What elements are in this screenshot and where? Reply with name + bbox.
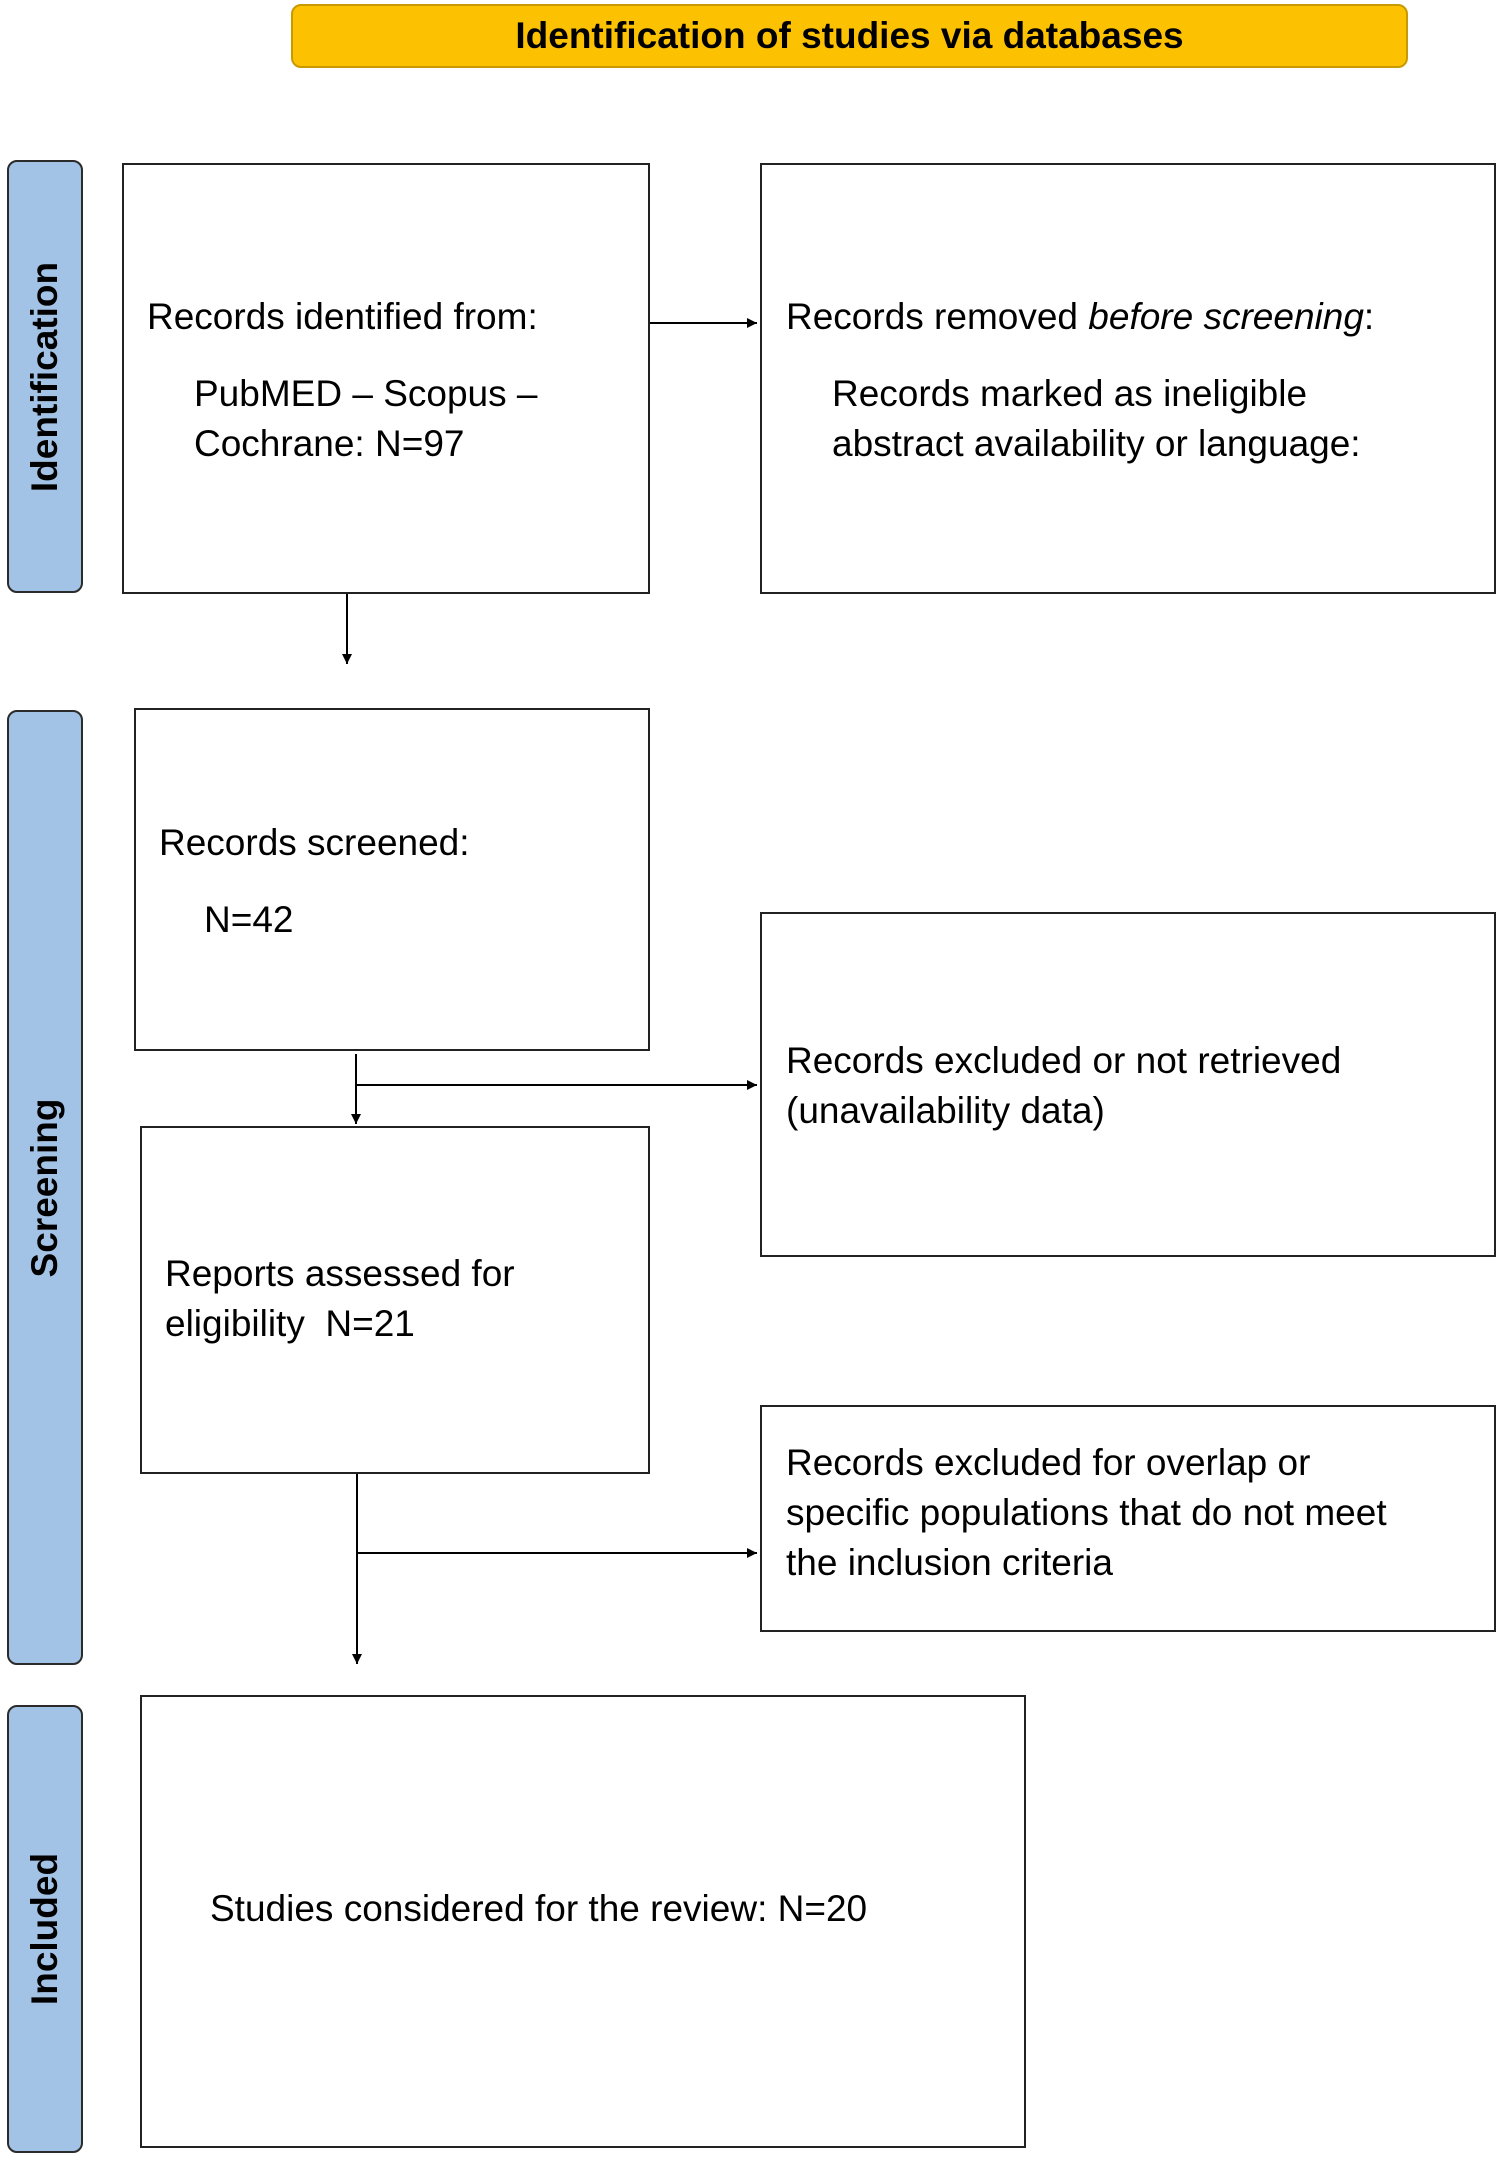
stage-included: Included	[7, 1705, 83, 2153]
excluded-overlap-line-3: the inclusion criteria	[786, 1542, 1113, 1583]
box-studies-included: Studies considered for the review: N=20	[140, 1695, 1026, 2148]
included-label: Studies considered for the review: N=20	[210, 1888, 868, 1929]
box-records-removed: Records removed before screening: Record…	[760, 163, 1496, 594]
excluded-overlap-line-1: Records excluded for overlap or	[786, 1442, 1311, 1483]
stage-identification: Identification	[7, 160, 83, 593]
removed-line-2: abstract availability or language:	[832, 423, 1361, 464]
removed-line-1: Records marked as ineligible	[832, 373, 1308, 414]
box-records-identified: Records identified from: PubMED – Scopus…	[122, 163, 650, 594]
assessed-line-1: Reports assessed for	[165, 1253, 515, 1294]
identified-label: Records identified from:	[147, 296, 538, 337]
box-records-excluded-overlap: Records excluded for overlap or specific…	[760, 1405, 1496, 1632]
screened-label: Records screened:	[159, 822, 470, 863]
header-banner: Identification of studies via databases	[291, 4, 1408, 68]
header-title: Identification of studies via databases	[515, 15, 1184, 56]
box-records-screened: Records screened: N=42	[134, 708, 650, 1051]
stage-screening: Screening	[7, 710, 83, 1665]
assessed-line-2: eligibility N=21	[165, 1303, 415, 1344]
identified-line-1: PubMED – Scopus –	[194, 373, 538, 414]
box-reports-assessed: Reports assessed for eligibility N=21	[140, 1126, 650, 1474]
screened-count: N=42	[204, 899, 294, 940]
excluded-retrieved-line-2: (unavailability data)	[786, 1090, 1105, 1131]
removed-label: Records removed before screening:	[786, 296, 1375, 337]
excluded-retrieved-line-1: Records excluded or not retrieved	[786, 1040, 1342, 1081]
identified-line-2: Cochrane: N=97	[194, 423, 465, 464]
box-records-excluded-not-retrieved: Records excluded or not retrieved (unava…	[760, 912, 1496, 1257]
excluded-overlap-line-2: specific populations that do not meet	[786, 1492, 1387, 1533]
